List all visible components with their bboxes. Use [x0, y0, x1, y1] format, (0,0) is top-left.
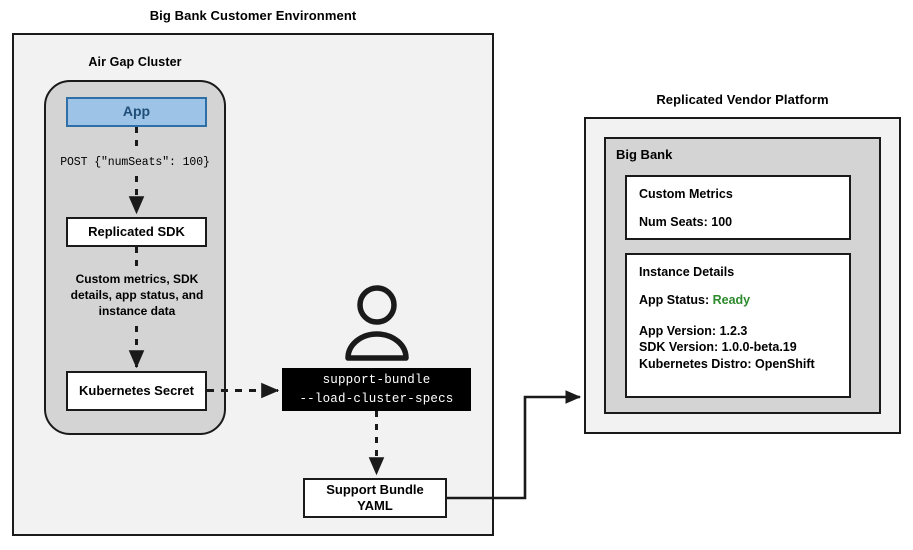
- edge-label-app-to-sdk: POST {"numSeats": 100}: [60, 156, 210, 169]
- support-bundle-line-1: Support Bundle: [326, 481, 424, 497]
- air-gap-cluster-title: Air Gap Cluster: [88, 55, 182, 69]
- card-custom-metrics-num-seats: Num Seats: 100: [639, 215, 733, 230]
- card-custom-metrics: Custom Metrics Num Seats: 100: [625, 175, 851, 240]
- card-instance-details: Instance Details App Status: Ready App V…: [625, 253, 851, 398]
- node-replicated-sdk[interactable]: Replicated SDK: [66, 217, 207, 247]
- terminal-command-line-2: --load-cluster-specs: [299, 391, 454, 406]
- left-region-title: Big Bank Customer Environment: [149, 8, 357, 23]
- right-region-title: Replicated Vendor Platform: [656, 92, 829, 107]
- terminal-command-line-1: support-bundle: [322, 373, 431, 388]
- support-bundle-line-2: YAML: [357, 498, 393, 513]
- node-app[interactable]: App: [66, 97, 207, 127]
- card-instance-details-heading: Instance Details: [639, 265, 735, 279]
- instance-app-status-row: App Status: Ready: [639, 293, 837, 307]
- tenant-label: Big Bank: [616, 147, 673, 162]
- instance-app-status-label: App Status:: [639, 293, 713, 308]
- terminal-command-box[interactable]: support-bundle --load-cluster-specs: [282, 368, 471, 411]
- edge-label-sdk-to-secret: Custom metrics, SDK details, app status,…: [70, 272, 204, 318]
- instance-app-version: App Version: 1.2.3: [639, 323, 748, 338]
- card-custom-metrics-heading: Custom Metrics: [639, 187, 733, 201]
- instance-kubernetes-distro: Kubernetes Distro: OpenShift: [639, 356, 815, 371]
- node-kubernetes-secret[interactable]: Kubernetes Secret: [66, 371, 207, 411]
- status-badge-ready: Ready: [712, 293, 751, 308]
- node-support-bundle-yaml[interactable]: Support Bundle YAML: [303, 478, 447, 518]
- instance-sdk-version: SDK Version: 1.0.0-beta.19: [639, 340, 797, 355]
